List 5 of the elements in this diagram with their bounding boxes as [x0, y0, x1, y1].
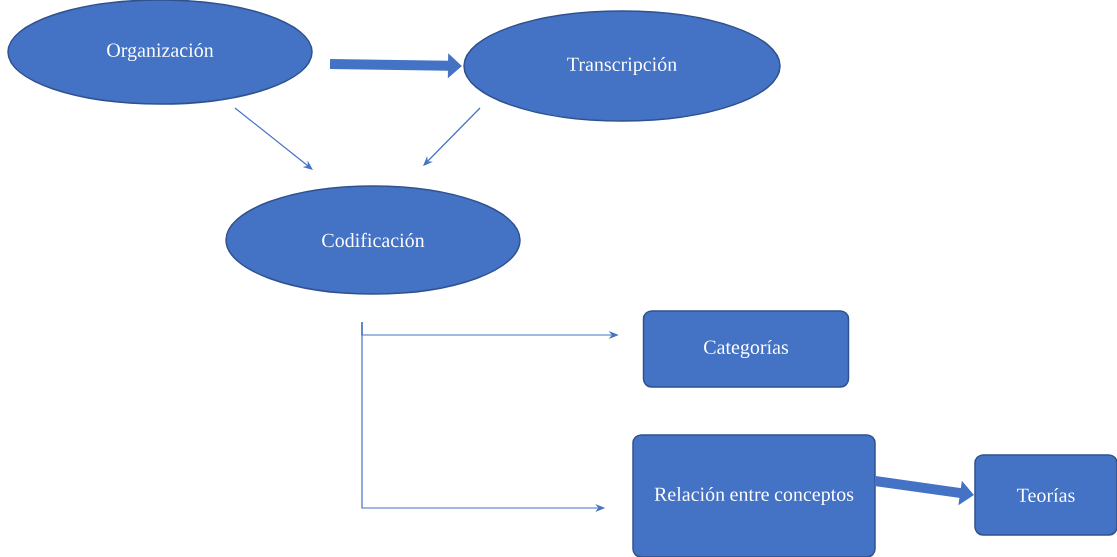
arrow	[423, 107, 481, 166]
process-box: Relación entre conceptos	[632, 434, 876, 557]
process-box: Teorías	[974, 454, 1117, 536]
arrow	[234, 107, 313, 170]
process-box: Categorías	[642, 310, 850, 388]
